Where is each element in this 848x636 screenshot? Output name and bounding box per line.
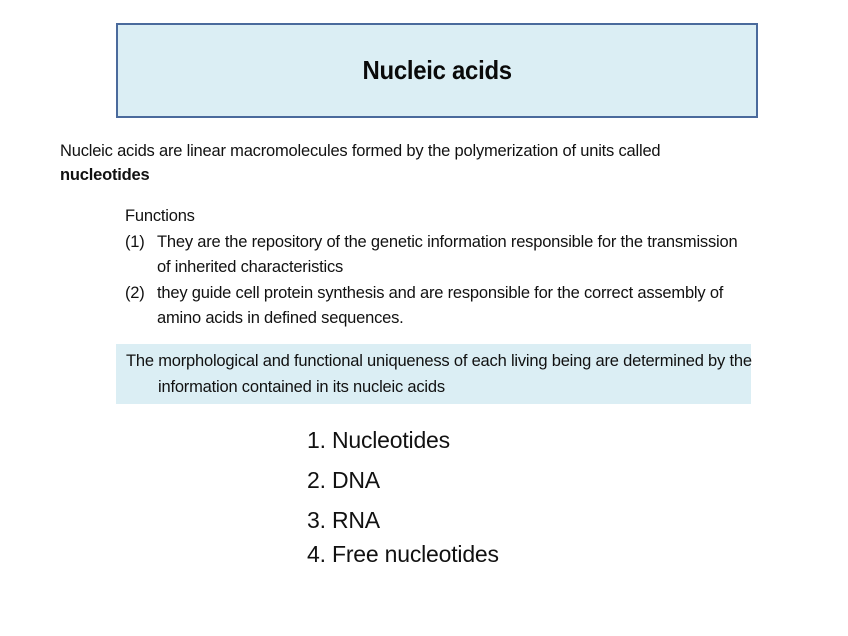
function-item: (1) They are the repository of the genet… <box>125 230 745 281</box>
outline-item-free-nucleotides: 4. Free nucleotides <box>307 541 499 567</box>
functions-heading: Functions <box>125 207 195 225</box>
outline-item-nucleotides: 1. Nucleotides <box>307 427 450 453</box>
outline-item-rna: 3. RNA <box>307 507 380 533</box>
outline-item-dna: 2. DNA <box>307 467 380 493</box>
intro-paragraph: Nucleic acids are linear macromolecules … <box>60 139 820 187</box>
slide-title: Nucleic acids <box>362 55 512 85</box>
function-item: (2) they guide cell protein synthesis an… <box>125 281 745 332</box>
title-box: Nucleic acids <box>116 23 758 118</box>
intro-text: Nucleic acids are linear macromolecules … <box>60 142 661 160</box>
highlight-box: The morphological and functional uniquen… <box>116 344 752 404</box>
function-number: (2) <box>125 283 145 302</box>
function-text: They are the repository of the genetic i… <box>157 232 738 277</box>
intro-bold-term: nucleotides <box>60 166 150 184</box>
outline-list: 1. Nucleotides 2. DNA 3. RNA 4. Free nuc… <box>307 424 627 578</box>
function-text: they guide cell protein synthesis and ar… <box>157 283 724 328</box>
function-number: (1) <box>125 232 145 251</box>
highlight-text: The morphological and functional uniquen… <box>126 352 752 396</box>
functions-section: Functions (1) They are the repository of… <box>125 204 745 332</box>
